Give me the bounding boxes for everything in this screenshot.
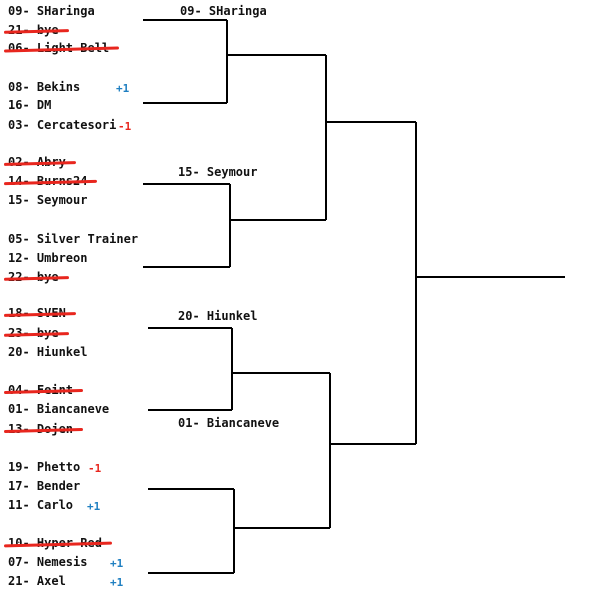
player-entry: 01- Biancaneve bbox=[8, 402, 109, 416]
eliminated-player-name: 18- SVEN bbox=[8, 306, 66, 320]
score-modifier: +1 bbox=[116, 82, 130, 95]
player-entry: 21- Axel bbox=[8, 574, 66, 588]
player-entry: 18- SVEN bbox=[8, 306, 66, 320]
player-entry: 22- bye bbox=[8, 270, 59, 284]
player-entry: 14- Burns24 bbox=[8, 174, 87, 188]
player-entry: 02- Abry bbox=[8, 155, 66, 169]
eliminated-player-name: 13- Dojen bbox=[8, 422, 74, 436]
eliminated-player-name: 06- Light Bell bbox=[8, 41, 110, 55]
player-entry: 10- Hyper Red bbox=[8, 536, 102, 550]
player-name: 16- DM bbox=[8, 98, 52, 112]
advancing-player-name: 01- Biancaneve bbox=[178, 416, 280, 430]
player-entry: 05- Silver Trainer bbox=[8, 232, 138, 246]
eliminated-player-name: 02- Abry bbox=[8, 155, 66, 169]
player-entry: 19- Phetto bbox=[8, 460, 80, 474]
advancing-player-name: 15- Seymour bbox=[178, 165, 258, 179]
eliminated-player-name: 21- bye bbox=[8, 23, 59, 37]
eliminated-player-name: 04- Feint bbox=[8, 383, 74, 397]
advancing-player-name: 20- Hiunkel bbox=[178, 309, 258, 323]
player-entry: 04- Feint bbox=[8, 383, 73, 397]
player-entry: 13- Dojen bbox=[8, 422, 73, 436]
player-name: 01- Biancaneve bbox=[8, 402, 110, 416]
eliminated-player-name: 14- Burns24 bbox=[8, 174, 88, 188]
player-name: 03- Cercatesori bbox=[8, 118, 117, 132]
player-name: 11- Carlo bbox=[8, 498, 74, 512]
player-name: 08- Bekins bbox=[8, 80, 81, 94]
player-entry: 07- Nemesis bbox=[8, 555, 87, 569]
player-name: 19- Phetto bbox=[8, 460, 81, 474]
player-entry: 06- Light Bell bbox=[8, 41, 109, 55]
eliminated-player-name: 23- bye bbox=[8, 326, 59, 340]
player-entry: 12- Umbreon bbox=[8, 251, 87, 265]
player-entry: 09- SHaringa bbox=[8, 4, 95, 18]
player-entry: 20- Hiunkel bbox=[8, 345, 87, 359]
advancing-player-name: 09- SHaringa bbox=[180, 4, 267, 18]
score-modifier: -1 bbox=[118, 120, 132, 133]
score-modifier: -1 bbox=[88, 462, 102, 475]
player-entry: 17- Bender bbox=[8, 479, 80, 493]
eliminated-player-name: 10- Hyper Red bbox=[8, 536, 102, 550]
player-name: 15- Seymour bbox=[8, 193, 88, 207]
score-modifier: +1 bbox=[110, 576, 124, 589]
score-modifier: +1 bbox=[110, 557, 124, 570]
player-name: 07- Nemesis bbox=[8, 555, 88, 569]
player-name: 21- Axel bbox=[8, 574, 66, 588]
player-name: 20- Hiunkel bbox=[8, 345, 88, 359]
player-entry: 16- DM bbox=[8, 98, 51, 112]
player-name: 05- Silver Trainer bbox=[8, 232, 139, 246]
player-name: 09- SHaringa bbox=[8, 4, 95, 18]
score-modifier: +1 bbox=[87, 500, 101, 513]
player-entry: 15- Seymour bbox=[8, 193, 87, 207]
player-entry: 08- Bekins bbox=[8, 80, 80, 94]
player-name: 12- Umbreon bbox=[8, 251, 88, 265]
player-entry: 21- bye bbox=[8, 23, 59, 37]
player-entry: 03- Cercatesori bbox=[8, 118, 116, 132]
player-name: 17- Bender bbox=[8, 479, 81, 493]
player-entry: 11- Carlo bbox=[8, 498, 73, 512]
eliminated-player-name: 22- bye bbox=[8, 270, 59, 284]
player-entry: 23- bye bbox=[8, 326, 59, 340]
